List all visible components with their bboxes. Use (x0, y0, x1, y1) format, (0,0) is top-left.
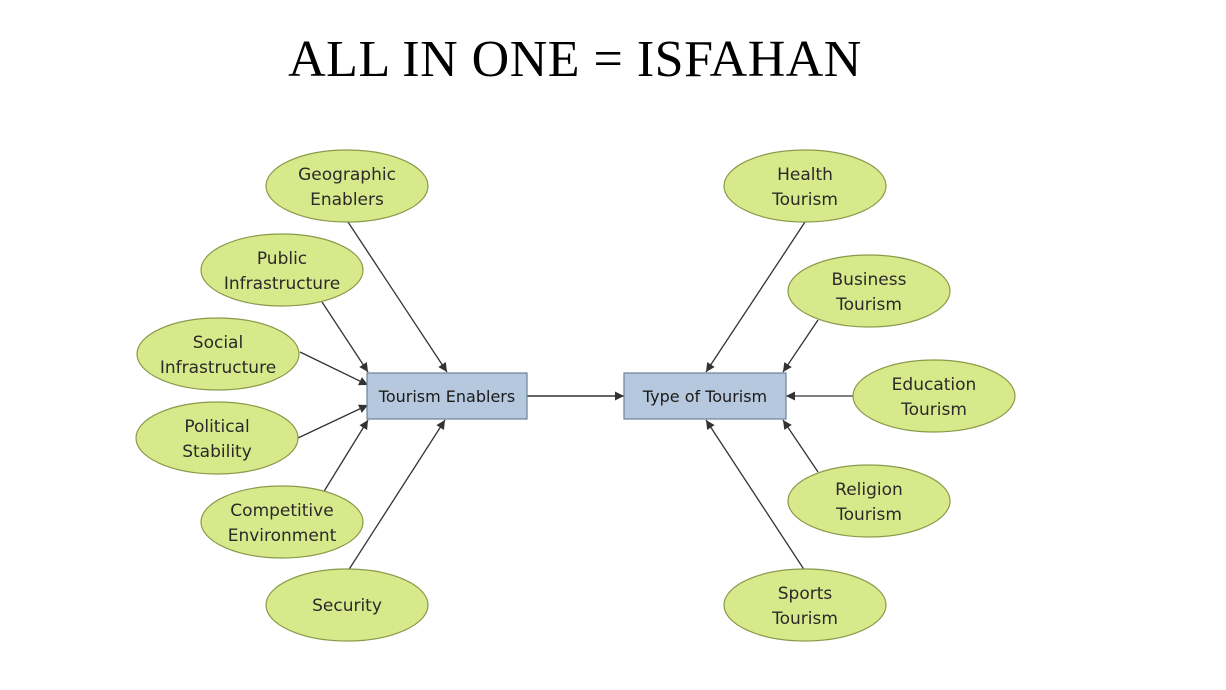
node-label-line1: Security (312, 596, 382, 616)
arrow-social-infrastructure (299, 351, 369, 386)
node-label-line2: Tourism (771, 190, 838, 210)
page-title: ALL IN ONE = ISFAHAN (288, 31, 862, 88)
node-political-stability: Political Stability (135, 401, 299, 475)
node-security: Security (265, 568, 429, 642)
arrow-health-tourism (705, 221, 806, 373)
node-education-tourism: Education Tourism (852, 359, 1016, 433)
arrow-security (347, 419, 446, 572)
arrow-religion-tourism (782, 419, 819, 473)
node-label-line2: Enablers (310, 190, 384, 210)
node-label-line2: Stability (182, 442, 252, 462)
arrow-competitive-environment (322, 419, 369, 494)
arrow-political-stability (297, 404, 369, 439)
connectors (297, 221, 853, 572)
node-health-tourism: Health Tourism (723, 149, 887, 223)
node-label-line2: Infrastructure (160, 358, 276, 378)
node-label-line1: Education (892, 375, 977, 395)
node-label-line1: Public (257, 249, 307, 269)
node-label-line1: Competitive (230, 501, 333, 521)
hub-type-of-tourism: Type of Tourism (623, 372, 787, 420)
arrow-sports-tourism (705, 419, 806, 572)
hub-type-of-tourism-label: Type of Tourism (642, 387, 767, 406)
node-competitive-environment: Competitive Environment (200, 485, 364, 559)
node-label-line1: Business (832, 270, 907, 290)
arrow-business-tourism (782, 319, 819, 373)
node-label-line1: Social (193, 333, 243, 353)
node-label-line1: Geographic (298, 165, 396, 185)
arrow-public-infrastructure (321, 301, 369, 373)
node-label-line2: Environment (228, 526, 337, 546)
node-geographic-enablers: Geographic Enablers (265, 149, 429, 223)
node-social-infrastructure: Social Infrastructure (136, 317, 300, 391)
node-label-line2: Tourism (835, 505, 902, 525)
node-label-line2: Infrastructure (224, 274, 340, 294)
node-label-line1: Sports (778, 584, 833, 604)
node-label-line1: Health (777, 165, 833, 185)
node-label-line1: Religion (835, 480, 903, 500)
node-religion-tourism: Religion Tourism (787, 464, 951, 538)
node-label-line2: Tourism (900, 400, 967, 420)
node-sports-tourism: Sports Tourism (723, 568, 887, 642)
node-public-infrastructure: Public Infrastructure (200, 233, 364, 307)
node-label-line2: Tourism (835, 295, 902, 315)
node-label-line2: Tourism (771, 609, 838, 629)
hub-tourism-enablers-label: Tourism Enablers (378, 387, 515, 406)
arrow-geographic-enablers (347, 221, 448, 373)
hub-tourism-enablers: Tourism Enablers (366, 372, 528, 420)
node-business-tourism: Business Tourism (787, 254, 951, 328)
node-label-line1: Political (184, 417, 249, 437)
